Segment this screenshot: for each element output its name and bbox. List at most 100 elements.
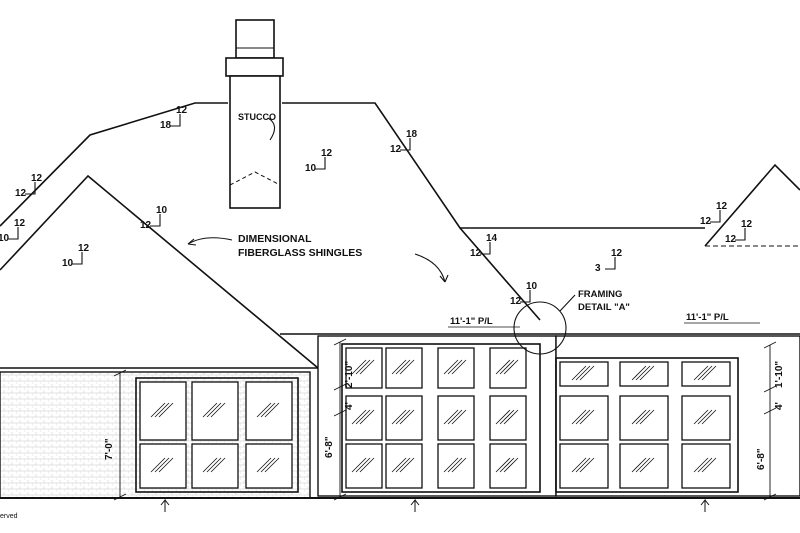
pitch-symbol: 10 12 [305,148,333,174]
window-pane [191,381,239,441]
pitch-rise: 10 [62,258,74,269]
window-pane [681,361,731,387]
pitch-symbol: 12 12 [15,173,43,199]
window-pane [385,347,423,389]
window-pane [437,395,475,441]
window-pane [489,443,527,489]
grade-arrows [160,498,710,512]
window-frame [341,343,541,493]
window-pane [559,361,609,387]
main-roof-right-slope [282,102,541,321]
shingles-label-line1: DIMENSIONAL [238,233,312,245]
stucco-leader [267,117,276,141]
window-pane [345,443,383,489]
dim-center-lower: 6'-8" [324,436,335,458]
pitch-symbol: 3 12 [595,248,623,274]
window-pane [619,395,669,441]
window-pane [619,361,669,387]
pitch-rise: 18 [160,120,172,131]
window-frame [135,377,299,493]
pitch-symbol: 10 12 [62,243,90,269]
pitch-rise: 12 [700,216,712,227]
pitch-run: 14 [486,233,498,244]
window-pane [619,443,669,489]
window-pane [489,347,527,389]
chimney-shaft [229,75,281,209]
windows [135,343,739,493]
stucco-label: STUCCO [238,112,276,122]
framing-label-line1: FRAMING [578,289,622,300]
pitch-run: 12 [716,201,728,212]
window-pane [385,443,423,489]
dim-right-lower: 6'-8" [756,448,767,470]
pitch-symbol: 12 12 [700,201,728,227]
framing-leader [559,294,576,312]
window-pane [139,443,187,489]
pitch-run: 12 [611,248,623,259]
shingles-arrow-right-head [439,274,449,283]
shingles-arrow-left-head [187,238,197,246]
pitch-rise: 12 [725,234,737,245]
window-pane [681,443,731,489]
dimension-lines [113,338,777,501]
window-pane [345,347,383,389]
pitch-rise: 10 [0,233,10,244]
pitch-symbol: 12 14 [470,233,498,259]
right-gable-roof [704,163,800,247]
pitch-rise: 3 [595,263,601,274]
window-pane [437,347,475,389]
copyright-text: erved [0,513,18,520]
window-pane [437,443,475,489]
shingles-label-line2: FIBERGLASS SHINGLES [238,247,362,259]
pitch-rise: 12 [470,248,482,259]
shingles-leader-left [187,237,233,245]
window-pane [559,443,609,489]
window-frame [555,357,739,493]
window-pane [245,381,293,441]
pitch-run: 12 [78,243,90,254]
pitch-run: 12 [31,173,43,184]
window-pane [345,395,383,441]
leader-lines [187,117,576,355]
pitch-symbol: 10 12 [0,218,26,244]
shingles-leader-right [414,253,446,283]
pitch-rise: 10 [305,163,317,174]
window-pane [139,381,187,441]
pitch-run: 10 [526,281,538,292]
pitch-run: 12 [14,218,26,229]
chimney [225,19,284,209]
pitch-run: 10 [156,205,168,216]
pitch-rise: 12 [15,188,27,199]
window-pane [245,443,293,489]
window-pane [559,395,609,441]
dim-center-mid: 4' [344,402,355,410]
pitch-run: 12 [176,105,188,116]
dim-center-upper: 2'-10" [344,361,355,388]
pitch-run: 12 [321,148,333,159]
framing-detail-circle [513,301,567,355]
window-pane [681,395,731,441]
pitch-rise: 12 [510,296,522,307]
window-pane [385,395,423,441]
window-pane [191,443,239,489]
pitch-symbol: 12 12 [725,219,753,245]
chimney-cricket [229,171,281,186]
left-gable-roof [0,174,319,369]
plate-label-left: 11'-1" P/L [450,316,493,327]
dim-left-wall: 7'-0" [104,438,115,460]
pitch-rise: 12 [390,144,402,155]
chimney-crown [225,57,284,77]
dim-right-mid: 4' [774,402,785,410]
dim-right-upper: 1'-10" [774,361,785,388]
pitch-symbol: 12 10 [510,281,538,307]
main-roof-ridge [0,102,228,227]
pitch-run: 12 [741,219,753,230]
roof-lines [0,102,800,369]
plate-label-right: 11'-1" P/L [686,312,729,323]
